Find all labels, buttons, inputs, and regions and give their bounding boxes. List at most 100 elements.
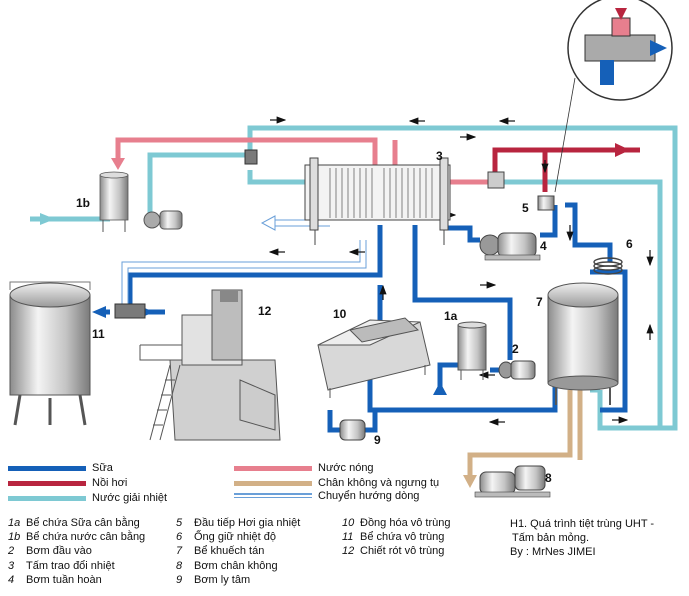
key-text: Đầu tiếp Hơi gia nhiệt — [194, 517, 301, 529]
key-number: 2 — [8, 545, 15, 558]
key-number: 8 — [176, 559, 183, 572]
key-number: 3 — [8, 559, 15, 572]
key-item-4: 4 Bơm tuần hoàn — [8, 574, 102, 588]
key-item-6: 6 Ống giữ nhiệt độ — [176, 531, 276, 545]
key-text: Ống giữ nhiệt độ — [194, 531, 276, 544]
component-number-5: 5 — [522, 201, 529, 215]
caption-line-3: By : MrNes JIMEI — [510, 546, 596, 558]
key-item-12: 12 Chiết rót vô trùng — [342, 545, 444, 559]
key-item-1a: 1a Bể chứa Sữa cân bằng — [8, 517, 140, 531]
legend-label: Nước nóng — [318, 462, 374, 474]
key-text: Bơm chân không — [194, 559, 278, 572]
vacuum-pump — [474, 465, 551, 498]
milk-inlet-arrow — [433, 382, 447, 395]
caption-line-1: H1. Quá trình tiệt trùng UHT - — [510, 518, 655, 530]
aseptic-homogenizer — [317, 317, 431, 398]
holding-tube — [593, 257, 623, 275]
steam-tee — [487, 171, 505, 189]
legend-item: Nước giải nhiệt — [8, 492, 208, 505]
legend-item: Nồi hơi — [8, 477, 208, 490]
key-item-2: 2 Bơm đầu vào — [8, 545, 92, 559]
cooling-inlet-arrow — [40, 213, 55, 225]
component-number-6: 6 — [626, 237, 633, 251]
legend-label: Nồi hơi — [92, 477, 128, 489]
aseptic-valve — [114, 303, 146, 319]
key-text: Chiết rót vô trùng — [360, 545, 445, 558]
centrifugal-pump — [339, 419, 366, 441]
key-item-1b: 1b Bể chứa nước cân bằng — [8, 531, 145, 545]
key-number: 1a — [8, 517, 21, 529]
diversion-outlet-arrow — [260, 215, 276, 231]
caption: H1. Quá trình tiệt trùng UHT - Tấm bản m… — [510, 517, 654, 559]
key-number: 9 — [176, 573, 183, 586]
component-number-1a: 1a — [444, 309, 458, 323]
condensate-arrow — [463, 475, 477, 488]
water-balance-tank — [99, 171, 129, 232]
key-text: Bơm đầu vào — [26, 545, 92, 558]
key-item-11: 11 Bể chứa vô trùng — [342, 531, 444, 545]
key-number: 11 — [342, 531, 354, 544]
hot-water-arrow — [111, 158, 125, 170]
key-text: Bơm ly tâm — [194, 573, 251, 586]
legend-swatch — [234, 481, 312, 486]
component-number-11: 11 — [92, 327, 105, 341]
key-item-9: 9 Bơm ly tâm — [176, 574, 250, 588]
key-text: Bể chứa Sữa cân bằng — [26, 517, 140, 529]
cooling-valve — [244, 149, 258, 165]
component-number-12: 12 — [258, 304, 272, 318]
plate-heat-exchanger — [304, 157, 451, 245]
key-item-8: 8 Bơm chân không — [176, 560, 278, 574]
key-number: 1b — [8, 531, 21, 544]
legend-swatch — [8, 496, 86, 501]
milk-to-filler-arrow — [92, 306, 106, 318]
aseptic-tank — [9, 281, 91, 426]
key-number: 7 — [176, 545, 183, 558]
component-number-10: 10 — [333, 307, 347, 321]
legend-item: Nước nóng — [234, 462, 434, 475]
legend-label: Chân không và ngưng tụ — [318, 477, 440, 489]
key-text: Bể chứa nước cân bằng — [26, 531, 146, 544]
key-number: 5 — [176, 517, 183, 529]
key-number: 6 — [176, 531, 183, 544]
legend-label: Chuyển hướng dòng — [318, 490, 420, 502]
component-number-7: 7 — [536, 295, 543, 309]
milk-balance-tank — [457, 321, 487, 380]
key-text: Bể khuếch tán — [194, 545, 265, 558]
legend-swatch — [8, 466, 86, 471]
component-number-3: 3 — [436, 149, 443, 163]
vacuum-pipes — [467, 390, 583, 475]
legend-label: Sữa — [92, 462, 113, 474]
key-item-3: 3 Tấm trao đổi nhiệt — [8, 560, 115, 574]
legend-item: Chân không và ngưng tụ — [234, 477, 439, 490]
steam-injector — [537, 195, 555, 211]
key-item-5: 5 Đầu tiếp Hơi gia nhiệt — [176, 517, 300, 531]
legend-swatch — [8, 481, 86, 486]
legend-swatch — [234, 493, 312, 498]
key-item-7: 7 Bể khuếch tán — [176, 545, 264, 559]
component-number-4: 4 — [540, 239, 547, 253]
key-text: Đồng hóa vô trùng — [360, 517, 451, 529]
key-item-10: 10 Đồng hóa vô trùng — [342, 517, 451, 531]
legend-item: Sữa — [8, 462, 208, 475]
feed-pump — [498, 360, 536, 380]
circulation-pump — [479, 232, 541, 261]
caption-line-2: Tấm bản mỏng. — [512, 532, 590, 544]
key-number: 12 — [342, 545, 355, 558]
key-text: Bể chứa vô trùng — [360, 531, 445, 544]
water-pump — [143, 210, 183, 230]
legend-swatch — [234, 466, 312, 471]
key-number: 4 — [8, 573, 15, 586]
flash-vessel — [547, 282, 619, 405]
key-number: 10 — [342, 517, 355, 529]
component-number-1b: 1b — [76, 196, 90, 210]
component-number-8: 8 — [545, 471, 552, 485]
steam-inlet-arrow — [615, 143, 630, 157]
legend-item: Chuyển hướng dòng — [234, 490, 434, 503]
key-text: Tấm trao đổi nhiệt — [26, 559, 115, 572]
aseptic-filler — [139, 289, 281, 441]
key-text: Bơm tuần hoàn — [26, 573, 102, 586]
flow-diversion-pipes — [121, 219, 367, 305]
component-number-2: 2 — [512, 342, 519, 356]
